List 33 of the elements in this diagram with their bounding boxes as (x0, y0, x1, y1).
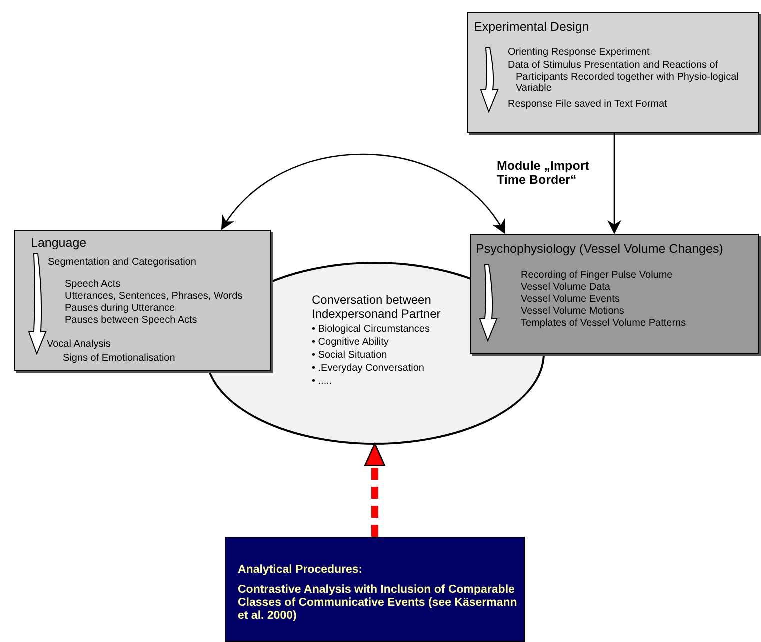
ellipse-text: • ..... (312, 376, 332, 388)
box-heading: Language (31, 236, 87, 250)
box-text: Data of Stimulus Presentation and Reactions of Participants Recorded together with Physio-logical Variable (508, 60, 740, 94)
box-text: Recording of Finger Pulse Volume (521, 270, 673, 282)
box-heading: Psychophysiology (Vessel Volume Changes) (476, 242, 724, 256)
arrow (221, 154, 506, 234)
ellipse-text: • Cognitive Ability (312, 337, 389, 348)
box-text: Utterances, Sentences, Phrases, Words (65, 291, 243, 302)
box-text: Vocal Analysis (47, 339, 111, 350)
arrow (364, 443, 386, 537)
ellipse-text: • Social Situation (312, 350, 388, 362)
box-text: Signs of Emotionalisation (63, 353, 176, 364)
process-box (470, 234, 759, 354)
box-text: Pauses during Utterance (65, 303, 176, 314)
procedure-box (225, 537, 525, 642)
box-text: Vessel Volume Data (521, 282, 610, 294)
box-text: Templates of Vessel Volume Patterns (521, 318, 686, 330)
box-text: Speech Acts (65, 279, 121, 290)
box-text: Vessel Volume Events (521, 294, 620, 306)
process-box (14, 230, 271, 371)
box-text: Segmentation and Categorisation (48, 257, 196, 268)
box-heading: Analytical Procedures: (238, 564, 363, 578)
box-text: Contrastive Analysis with Inclusion of Comparable Classes of Communicative Events (see Käsermann et al. 2000) (238, 584, 518, 624)
box-text: Orienting Response Experiment (508, 47, 650, 58)
box-text: Pauses between Speech Acts (65, 315, 198, 326)
box-text: Response File saved in Text Format (508, 99, 668, 110)
box-heading: Conversation between Indexpersonand Partner (312, 294, 442, 322)
process-box (467, 12, 759, 133)
box-text: Vessel Volume Motions (521, 306, 624, 318)
arrow (608, 133, 622, 234)
ellipse-text: • Biological Circumstances (312, 324, 430, 336)
box-heading: Experimental Design (474, 20, 590, 34)
ellipse-text: • .Everyday Conversation (312, 363, 424, 374)
